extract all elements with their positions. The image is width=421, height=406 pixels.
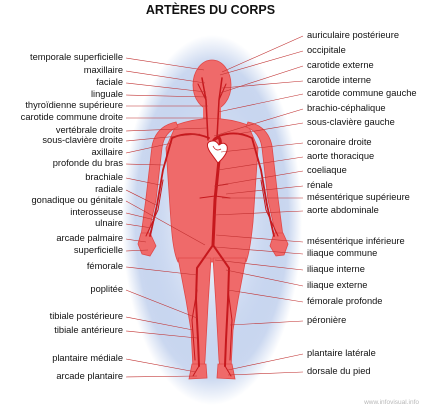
left-label: thyroïdienne supérieure	[25, 100, 123, 111]
right-label: dorsale du pied	[307, 366, 371, 377]
left-label: sous-clavière droite	[42, 135, 123, 146]
right-label: mésentérique inférieure	[307, 236, 405, 247]
left-label: ulnaire	[95, 218, 123, 229]
right-label: aorte thoracique	[307, 151, 374, 162]
left-label: tibiale postérieure	[50, 311, 123, 322]
left-label: brachiale	[85, 172, 123, 183]
left-label: radiale	[95, 184, 123, 195]
left-label: axillaire	[91, 147, 123, 158]
right-label: mésentérique supérieure	[307, 192, 410, 203]
right-label: péronière	[307, 315, 346, 326]
foot-left	[217, 364, 235, 379]
left-label: carotide commune droite	[21, 112, 123, 123]
right-label: brachio-céphalique	[307, 103, 386, 114]
left-label: poplitée	[90, 284, 123, 295]
left-label: maxillaire	[84, 65, 123, 76]
right-label: iliaque externe	[307, 280, 367, 291]
right-label: sous-clavière gauche	[307, 117, 395, 128]
right-label: aorte abdominale	[307, 205, 379, 216]
left-label: arcade plantaire	[56, 371, 123, 382]
right-label: carotide externe	[307, 60, 374, 71]
left-label: faciale	[96, 77, 123, 88]
left-label: interosseuse	[70, 207, 123, 218]
right-label: coeliaque	[307, 165, 347, 176]
left-label: profonde du bras	[53, 158, 123, 169]
left-label: gonadique ou génitale	[31, 195, 123, 206]
left-label: fémorale	[87, 261, 123, 272]
watermark: www.infovisual.info	[364, 399, 419, 406]
right-label: occipitale	[307, 45, 346, 56]
right-label: iliaque commune	[307, 248, 377, 259]
right-label: plantaire latérale	[307, 348, 376, 359]
right-label: iliaque interne	[307, 264, 365, 275]
diagram-title: ARTÈRES DU CORPS	[0, 3, 421, 17]
right-label: fémorale profonde	[307, 296, 382, 307]
left-label: temporale superficielle	[30, 52, 123, 63]
right-label: auriculaire postérieure	[307, 30, 399, 41]
left-label: linguale	[91, 89, 123, 100]
left-label: arcade palmaire	[56, 233, 123, 244]
right-label: carotide interne	[307, 75, 371, 86]
left-label: superficielle	[74, 245, 123, 256]
right-label: carotide commune gauche	[307, 88, 417, 99]
left-label: tibiale antérieure	[54, 325, 123, 336]
right-label: rénale	[307, 180, 333, 191]
left-label: plantaire médiale	[52, 353, 123, 364]
right-label: coronaire droite	[307, 137, 372, 148]
